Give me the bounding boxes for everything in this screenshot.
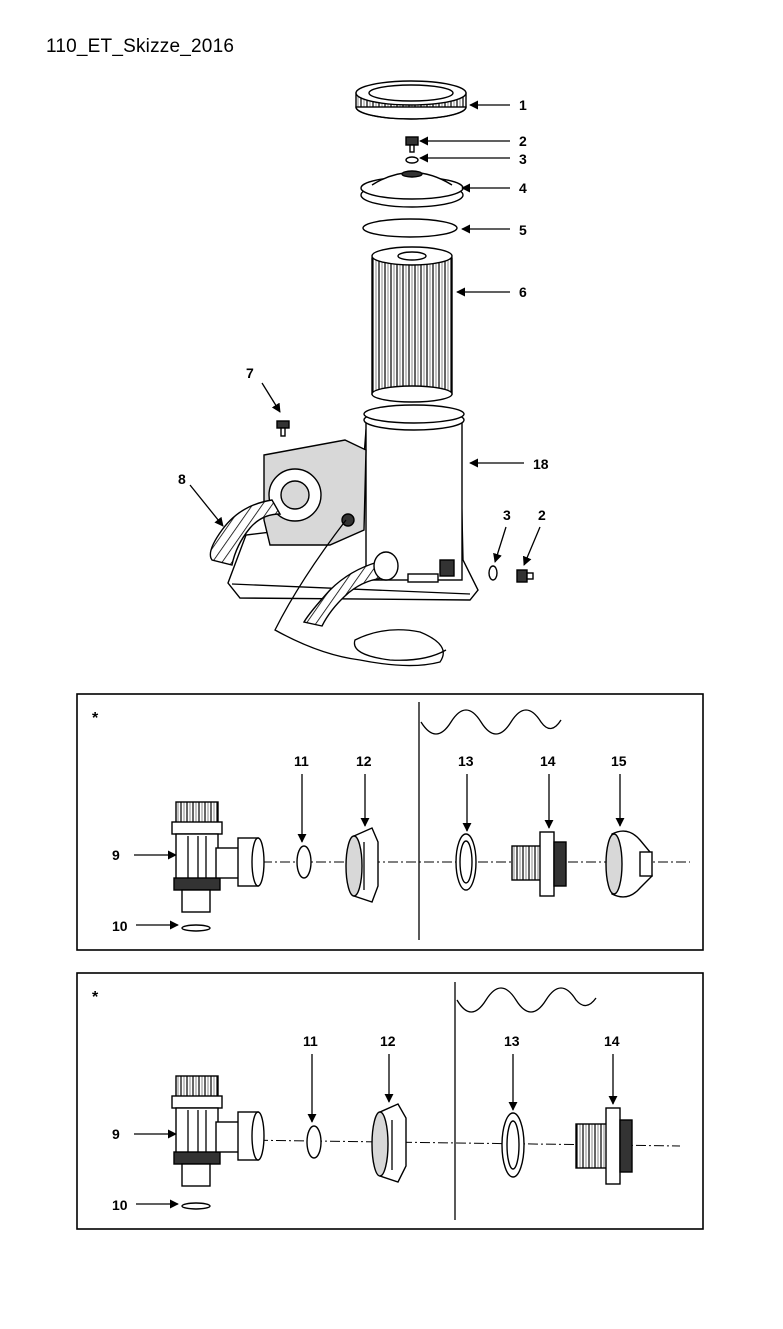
box2-label-10: 10 [112, 1197, 128, 1213]
part-o-ring [405, 156, 419, 164]
part-gasket-10 [181, 924, 211, 932]
label-part-2: 2 [519, 133, 527, 149]
main-leaders [189, 100, 541, 566]
box1-label-9: 9 [112, 847, 120, 863]
part-strainer-connector-14 [511, 831, 567, 897]
part-gasket-10-b [181, 1202, 211, 1210]
part-plunger-valve [171, 801, 265, 913]
asterisk-note: * [92, 710, 99, 727]
part-air-release-valve [405, 136, 419, 153]
label-part-2-side: 2 [538, 507, 546, 523]
part-hoses [209, 499, 399, 627]
label-part-3: 3 [519, 151, 527, 167]
part-o-ring-side [488, 565, 498, 581]
inset-box-without-skimmer: * [76, 972, 704, 1230]
part-filter-cartridge [371, 246, 453, 403]
part-sealing-ring [362, 218, 458, 238]
part-strainer-grid-15 [605, 830, 653, 898]
asterisk-note-2: * [92, 989, 99, 1006]
box2-label-12: 12 [380, 1033, 396, 1049]
part-o-ring-11-b [306, 1125, 322, 1159]
box2-label-11: 11 [303, 1033, 318, 1049]
part-strainer-connector-14-b [575, 1107, 633, 1185]
part-hose-valve-knob [276, 420, 290, 437]
label-part-1: 1 [519, 97, 527, 113]
box1-label-10: 10 [112, 918, 128, 934]
part-nut-12 [345, 827, 379, 903]
label-part-18: 18 [533, 456, 549, 472]
power-cord [274, 519, 447, 667]
part-plunger-valve-2 [171, 1075, 265, 1187]
part-o-ring-11 [296, 845, 312, 879]
box2-label-9: 9 [112, 1126, 120, 1142]
label-part-6: 6 [519, 284, 527, 300]
inset-box-with-skimmer: * [76, 693, 704, 951]
box1-label-12: 12 [356, 753, 372, 769]
label-part-5: 5 [519, 222, 527, 238]
label-part-4: 4 [519, 180, 527, 196]
part-drain-plug-side [516, 569, 534, 583]
box1-label-11: 11 [294, 753, 309, 769]
box1-label-14: 14 [540, 753, 556, 769]
main-part-labels: 1 2 3 4 5 6 7 8 18 3 2 [178, 97, 549, 523]
part-lock-ring [355, 80, 467, 120]
box2-label-14: 14 [604, 1033, 620, 1049]
label-part-7: 7 [246, 365, 254, 381]
box2-label-13: 13 [504, 1033, 520, 1049]
drawing-title: 110_ET_Skizze_2016 [46, 36, 235, 57]
part-filter-cover [360, 170, 464, 208]
label-part-3-side: 3 [503, 507, 511, 523]
label-part-8: 8 [178, 471, 186, 487]
box1-label-13: 13 [458, 753, 474, 769]
box1-label-15: 15 [611, 753, 627, 769]
part-nut-12-b [371, 1103, 407, 1183]
